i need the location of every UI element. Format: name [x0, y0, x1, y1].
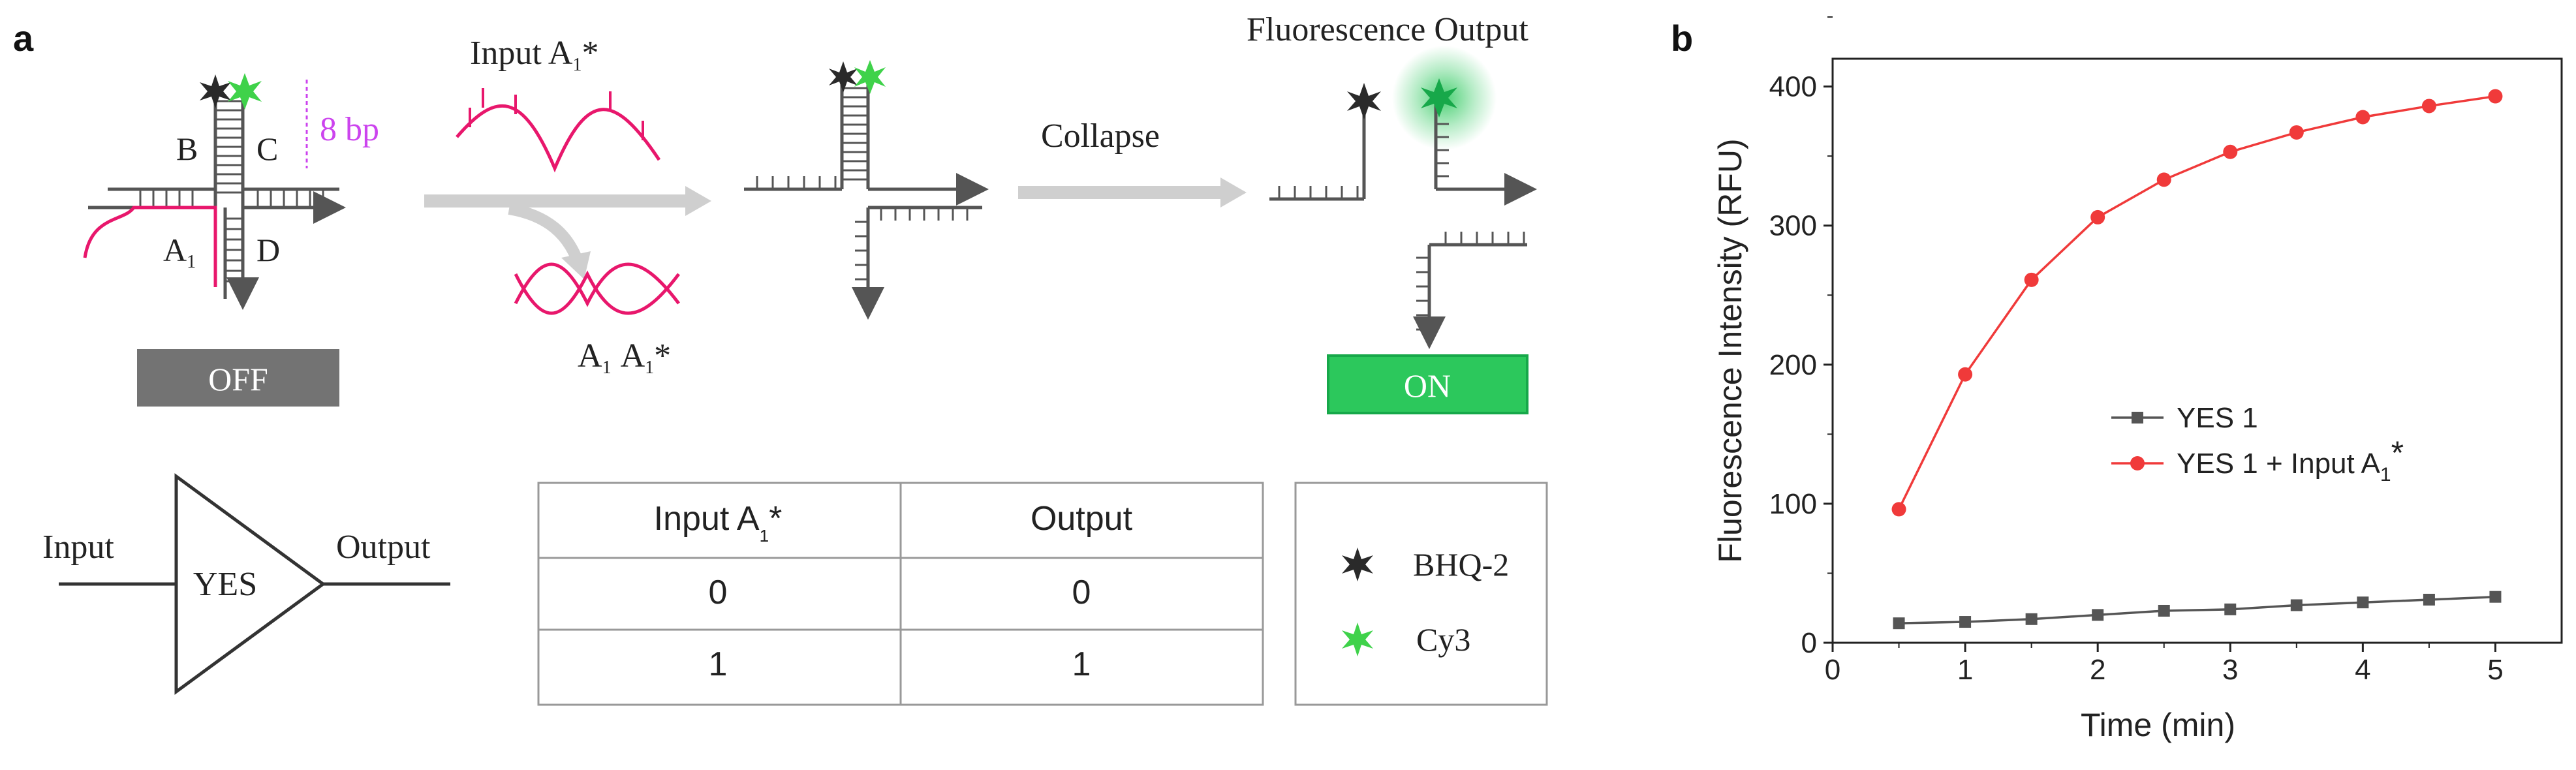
arm-label-a: A1 [163, 232, 196, 272]
series-1-point [2223, 144, 2238, 159]
series-0-point [1959, 616, 1972, 628]
series-0-point [2025, 613, 2038, 625]
intermediate-complex [744, 78, 989, 320]
series-0-point [2489, 591, 2502, 603]
x-axis-label: Time (min) [2081, 707, 2235, 743]
output-rungs [1278, 123, 1525, 331]
series-0-point [2423, 593, 2435, 606]
arm-label-b: B [176, 131, 198, 167]
legend-marker-1 [2130, 456, 2145, 470]
series-1-point [2488, 89, 2503, 104]
output-complex [1269, 104, 1537, 349]
off-badge [137, 349, 339, 407]
gate-input-label: Input [42, 529, 114, 566]
series-0-point [1893, 617, 1905, 630]
series-0-point [2092, 609, 2104, 621]
series-line-1 [1897, 95, 2496, 510]
spacing-label: 8 bp [320, 111, 379, 148]
series-0-point [2290, 599, 2303, 611]
series-1-point [1958, 367, 1973, 382]
byproduct-duplex-1 [514, 262, 680, 307]
reaction-arrow-head [685, 186, 711, 216]
black-star-icon [1342, 547, 1373, 581]
legend-box [1294, 482, 1548, 706]
series-0-point [2224, 603, 2237, 615]
collapse-arrow-head [1220, 177, 1247, 208]
legend-label-0: YES 1 [2177, 402, 2258, 434]
series-1-point [2090, 209, 2105, 224]
x-tick-label: 4 [2355, 654, 2370, 686]
series-1-point [2024, 272, 2039, 287]
x-tick-label: 2 [2090, 654, 2105, 686]
series-0-point [2357, 596, 2369, 609]
series-line-0 [1899, 595, 2496, 624]
truth-table [537, 482, 1264, 706]
panel-label-b: b [1671, 18, 1693, 59]
panel-label-a: a [13, 18, 34, 59]
input-strand-rungs [469, 88, 644, 140]
series-0-point [2158, 604, 2170, 617]
arm-label-c: C [256, 131, 278, 167]
plot-frame [1831, 57, 2563, 644]
table-cell-output-0: 0 [1072, 574, 1091, 611]
initial-quencher [200, 74, 231, 108]
legend-marker-0 [2132, 412, 2143, 424]
off-badge-label: OFF [208, 361, 268, 397]
input-strand-free [456, 104, 661, 173]
output-fluorophore [1421, 78, 1457, 117]
y-axis-label: Fluorescence Intensity (RFU) [1712, 138, 1748, 562]
y-tick-label: 400 [1769, 71, 1817, 103]
series-1-point [2355, 110, 2370, 125]
legend-label-1: YES 1 + Input A1* [2177, 435, 2404, 485]
output-title: Fluorescence Output [1247, 11, 1529, 48]
initial-complex-rungs [139, 100, 324, 283]
gate-output-label: Output [336, 529, 431, 566]
gate-label: YES [193, 566, 257, 603]
series-1-point [2421, 99, 2436, 114]
byproduct-arrow [508, 203, 583, 264]
collapse-label: Collapse [1041, 117, 1160, 155]
x-tick-label: 5 [2487, 654, 2503, 686]
on-badge [1327, 354, 1529, 414]
table-header-input: Input A1* [654, 500, 783, 546]
table-cell-input-0: 0 [709, 574, 728, 611]
byproduct-duplex-2 [514, 270, 680, 315]
green-star-icon [1342, 623, 1373, 656]
legend-quencher-label: BHQ-2 [1413, 546, 1509, 583]
series-1-point [2289, 125, 2304, 140]
intermediate-quencher [829, 61, 858, 93]
table-cell-output-1: 1 [1072, 645, 1091, 683]
intermediate-rungs [756, 87, 969, 295]
input-label: Input A1* [470, 35, 598, 75]
table-header-output: Output [1031, 500, 1133, 538]
table-cell-input-1: 1 [709, 645, 728, 683]
x-tick-label: 3 [2222, 654, 2238, 686]
on-badge-label: ON [1404, 367, 1451, 404]
yes-gate-triangle [174, 473, 326, 695]
input-strand-bound [83, 206, 217, 287]
intermediate-fluorophore [854, 60, 886, 94]
series-1-point [2156, 172, 2171, 187]
legend-fluorophore-label: Cy3 [1416, 621, 1470, 658]
series-1-point [1891, 502, 1906, 517]
y-tick-label: 200 [1769, 349, 1817, 381]
initial-fluorophore [228, 73, 262, 110]
y-tick-label: 100 [1769, 488, 1817, 520]
arm-label-d: D [256, 232, 280, 268]
byproduct-arrow-head [561, 251, 591, 279]
x-tick-label: 0 [1825, 654, 1840, 686]
x-tick-label: 1 [1957, 654, 1973, 686]
output-quencher [1347, 83, 1381, 119]
y-tick-label: 0 [1801, 627, 1817, 659]
y-tick-label: 300 [1769, 210, 1817, 242]
